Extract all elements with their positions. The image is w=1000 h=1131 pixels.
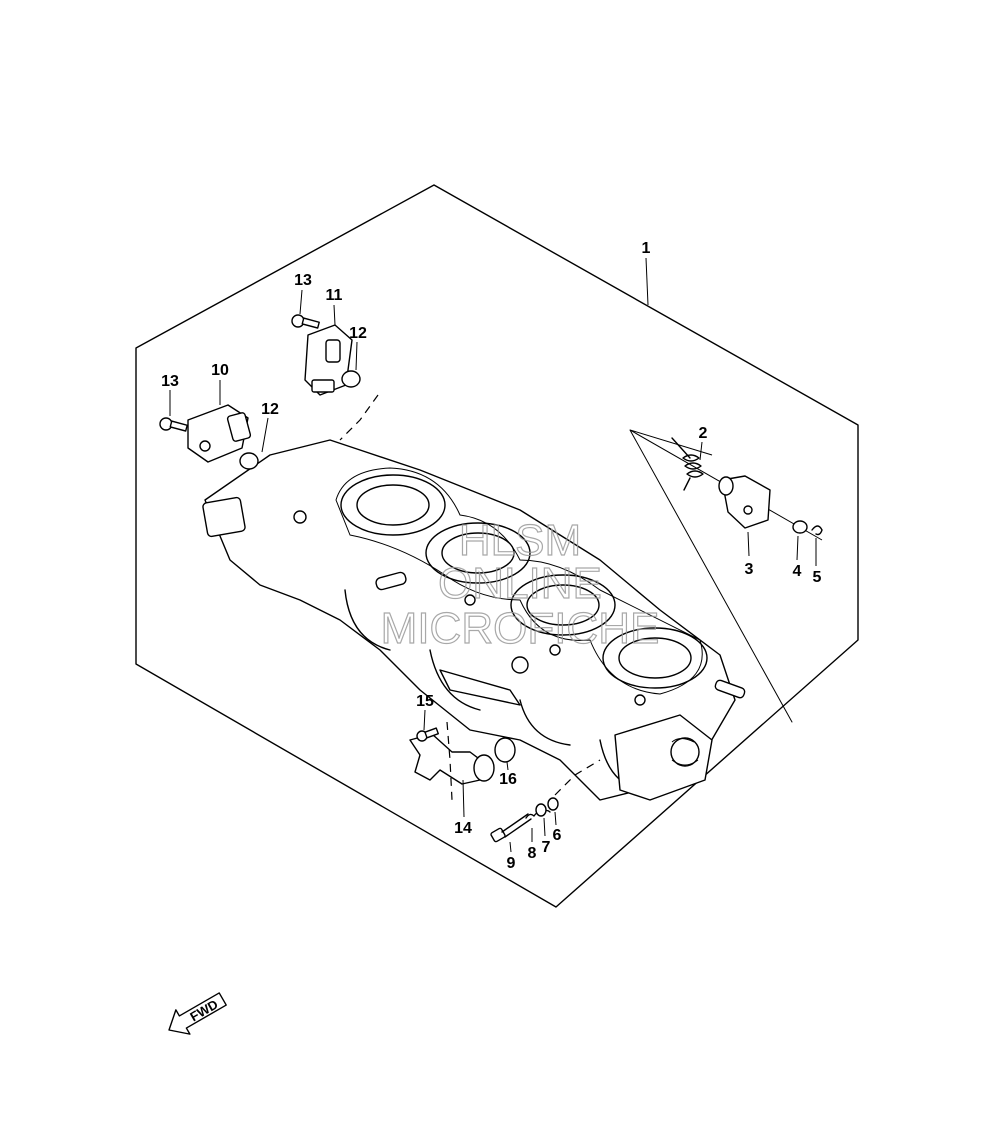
part-12-oring-a: [239, 452, 259, 470]
watermark-line-2: ONLINE: [438, 559, 602, 608]
part-5-clip: [811, 525, 823, 536]
leader-lines: [169, 257, 817, 853]
fwd-arrow-icon: FWD: [168, 992, 227, 1035]
label-8: 8: [528, 845, 537, 862]
leader-dashed-11: [339, 394, 379, 441]
throttle-body: [202, 439, 746, 801]
watermark: HLSM ONLINE MICROFICHE: [380, 515, 660, 653]
part-13-screw-a: [159, 417, 188, 432]
label-14: 14: [454, 820, 472, 837]
leader-dashed-6: [554, 759, 601, 796]
part-3-lever: [718, 475, 771, 529]
part-10-sensor: [187, 404, 252, 463]
label-7: 7: [542, 839, 551, 856]
label-12-b: 12: [261, 401, 279, 418]
part-13-screw-b: [291, 314, 320, 329]
label-10: 10: [211, 362, 229, 379]
part-16-oring: [494, 737, 516, 763]
label-13-a: 13: [294, 272, 312, 289]
label-4: 4: [793, 563, 802, 580]
part-labels: 1 2 3 4 5 6 7 8 9 10 11 12 12 13 13 14 1…: [161, 240, 821, 872]
label-5: 5: [813, 569, 822, 586]
label-2: 2: [699, 425, 708, 442]
part-15-screw: [416, 727, 440, 742]
label-12-a: 12: [349, 325, 367, 342]
label-16: 16: [499, 771, 517, 788]
watermark-line-3: MICROFICHE: [381, 604, 660, 653]
part-2-spring: [671, 437, 704, 491]
part-12-oring-b: [341, 370, 361, 388]
label-15: 15: [416, 693, 434, 710]
part-6-oring: [547, 797, 559, 811]
part-7-washer: [535, 803, 547, 817]
part-14-sensor: [409, 733, 495, 785]
assembly-frame: [135, 184, 859, 908]
subassembly-edge: [629, 429, 713, 456]
label-11: 11: [326, 287, 343, 304]
part-4-washer: [792, 520, 808, 534]
label-1: 1: [642, 240, 651, 257]
label-9: 9: [507, 855, 516, 872]
label-3: 3: [745, 561, 754, 578]
label-13-b: 13: [161, 373, 179, 390]
part-9-screw: [490, 813, 532, 843]
label-6: 6: [553, 827, 562, 844]
watermark-line-1: HLSM: [459, 516, 581, 565]
